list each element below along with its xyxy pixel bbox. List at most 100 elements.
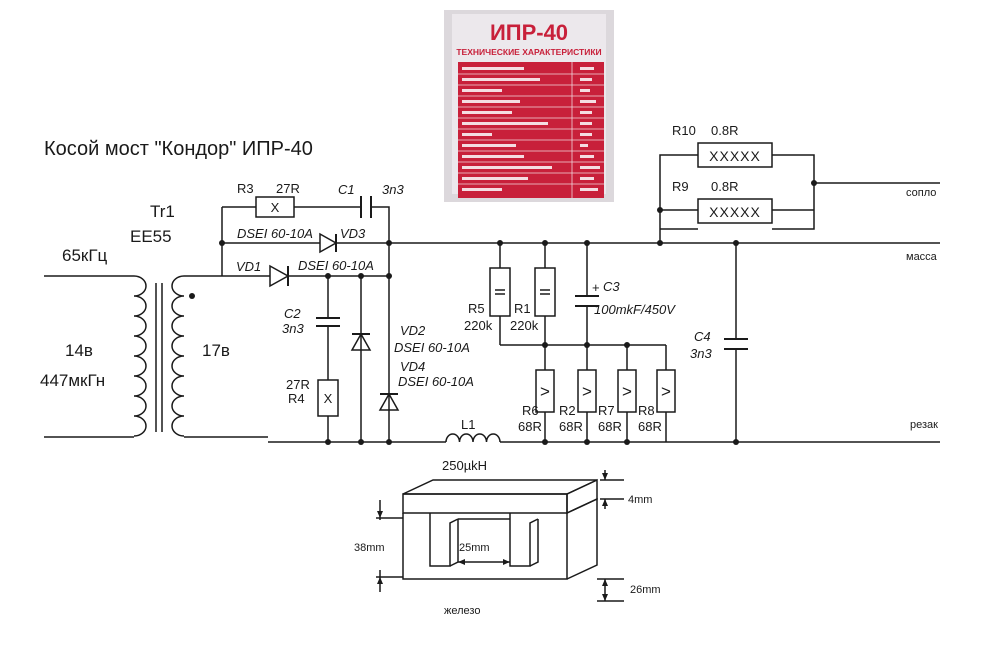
r2-name: R2: [559, 403, 576, 418]
diode-vd1: VD1 DSEI 60-10A: [236, 258, 374, 288]
r10-value: 0.8R: [711, 123, 738, 138]
diode-vd2: VD2 DSEI 60-10A: [350, 323, 470, 355]
c4-value: 3n3: [690, 346, 712, 361]
output-nozzle: сопло: [906, 187, 936, 199]
resistor-r4: X 27R R4: [286, 377, 339, 417]
output-ground: масса: [906, 251, 938, 263]
secondary-winding: [171, 275, 185, 437]
r7-name: R7: [598, 403, 615, 418]
primary-voltage: 14в: [65, 341, 93, 360]
svg-text:>: >: [661, 382, 671, 401]
r2-value: 68R: [559, 419, 583, 434]
svg-text:X: X: [324, 391, 333, 406]
r7-value: 68R: [598, 419, 622, 434]
r1-name: R1: [514, 301, 531, 316]
resistor-r5: R5 220k: [464, 267, 511, 333]
junction-dots: [219, 180, 817, 445]
r3-name: R3: [237, 181, 254, 196]
resistor-r6: > R6 68R: [518, 369, 555, 434]
r5-name: R5: [468, 301, 485, 316]
core-window-right-depth: [529, 519, 539, 567]
c3-value: 100mkF/450V: [594, 302, 676, 317]
primary-inductance: 447мкГн: [40, 371, 105, 390]
capacitor-c3: + C3 100mkF/450V: [575, 279, 676, 317]
resistor-r9: XXXXX R9 0.8R: [672, 179, 773, 224]
svg-text:>: >: [622, 382, 632, 401]
r4-name: R4: [288, 391, 305, 406]
r5-value: 220k: [464, 318, 493, 333]
r6-name: R6: [522, 403, 539, 418]
dim-leg-height: 26mm: [630, 584, 661, 596]
c4-name: C4: [694, 329, 711, 344]
vd2-name: VD2: [400, 323, 426, 338]
secondary-leads: [184, 275, 268, 438]
diagram-title: Косой мост "Кондор" ИПР-40: [44, 138, 313, 160]
core-window-right: [509, 513, 539, 567]
photo-table: [458, 62, 604, 198]
c3-polarity: +: [592, 280, 600, 295]
svg-text:>: >: [540, 382, 550, 401]
core-drawing: 4mm 38mm 25mm 26mm железо: [354, 470, 661, 617]
transformer-frequency: 65кГц: [62, 246, 108, 265]
vd3-name: VD3: [340, 226, 366, 241]
r9-value: 0.8R: [711, 179, 738, 194]
l1-name: L1: [461, 417, 475, 432]
vd3-part: DSEI 60-10A: [237, 226, 313, 241]
r4-value: 27R: [286, 377, 310, 392]
dim-window-width: 25mm: [459, 542, 490, 554]
core-base-outline: [402, 513, 568, 580]
r1-value: 220k: [510, 318, 539, 333]
dim-height: 38mm: [354, 542, 385, 554]
core-top-face: [402, 479, 598, 495]
wiring: [221, 154, 940, 443]
r9-marking: XXXXX: [709, 204, 761, 220]
resistor-r2: > R2 68R: [559, 369, 597, 434]
core-window-left: [429, 513, 459, 567]
polarity-dot: [189, 293, 195, 299]
r8-value: 68R: [638, 419, 662, 434]
vd2-part: DSEI 60-10A: [394, 340, 470, 355]
resistor-r8: > R8 68R: [638, 369, 676, 434]
transformer-core: EE55: [130, 227, 172, 246]
resistor-r3: X R3 27R: [237, 181, 300, 218]
vd4-part: DSEI 60-10A: [398, 374, 474, 389]
capacitor-c4: C4 3n3: [690, 329, 748, 361]
vd1-name: VD1: [236, 259, 261, 274]
r10-marking: XXXXX: [709, 148, 761, 164]
vd1-part: DSEI 60-10A: [298, 258, 374, 273]
c1-value: 3n3: [382, 182, 404, 197]
svg-text:>: >: [582, 382, 592, 401]
r8-name: R8: [638, 403, 655, 418]
r10-name: R10: [672, 123, 696, 138]
core-material: железо: [444, 605, 480, 617]
resistor-r7: > R7 68R: [598, 369, 637, 434]
c1-name: C1: [338, 182, 355, 197]
primary-leads: [44, 275, 134, 438]
inductor-l1: L1 250µkH: [442, 417, 501, 473]
nameplate-photo: ИПР-40 ТЕХНИЧЕСКИЕ ХАРАКТЕРИСТИКИ: [444, 10, 614, 202]
primary-winding: [133, 275, 147, 437]
r6-value: 68R: [518, 419, 542, 434]
c2-value: 3n3: [282, 321, 304, 336]
transformer-name: Tr1: [150, 202, 175, 221]
capacitor-c2: C2 3n3: [282, 300, 340, 336]
svg-text:X: X: [271, 200, 280, 215]
core-top-side: [566, 478, 598, 515]
diode-vd4: VD4 DSEI 60-10A: [378, 359, 474, 411]
resistor-r10: XXXXX R10 0.8R: [672, 123, 773, 168]
r3-value: 27R: [276, 181, 300, 196]
output-cutter: резак: [910, 419, 938, 431]
c2-name: C2: [284, 306, 301, 321]
core-base-side: [566, 497, 598, 580]
core-window-left-depth: [449, 519, 459, 567]
c3-name: C3: [603, 279, 620, 294]
diode-vd3: DSEI 60-10A VD3: [237, 226, 366, 254]
photo-title: ИПР-40: [490, 20, 568, 45]
capacitor-c1: C1 3n3: [338, 182, 404, 218]
l1-value: 250µkH: [442, 458, 487, 473]
vd4-name: VD4: [400, 359, 425, 374]
r9-name: R9: [672, 179, 689, 194]
photo-subtitle: ТЕХНИЧЕСКИЕ ХАРАКТЕРИСТИКИ: [456, 47, 601, 57]
